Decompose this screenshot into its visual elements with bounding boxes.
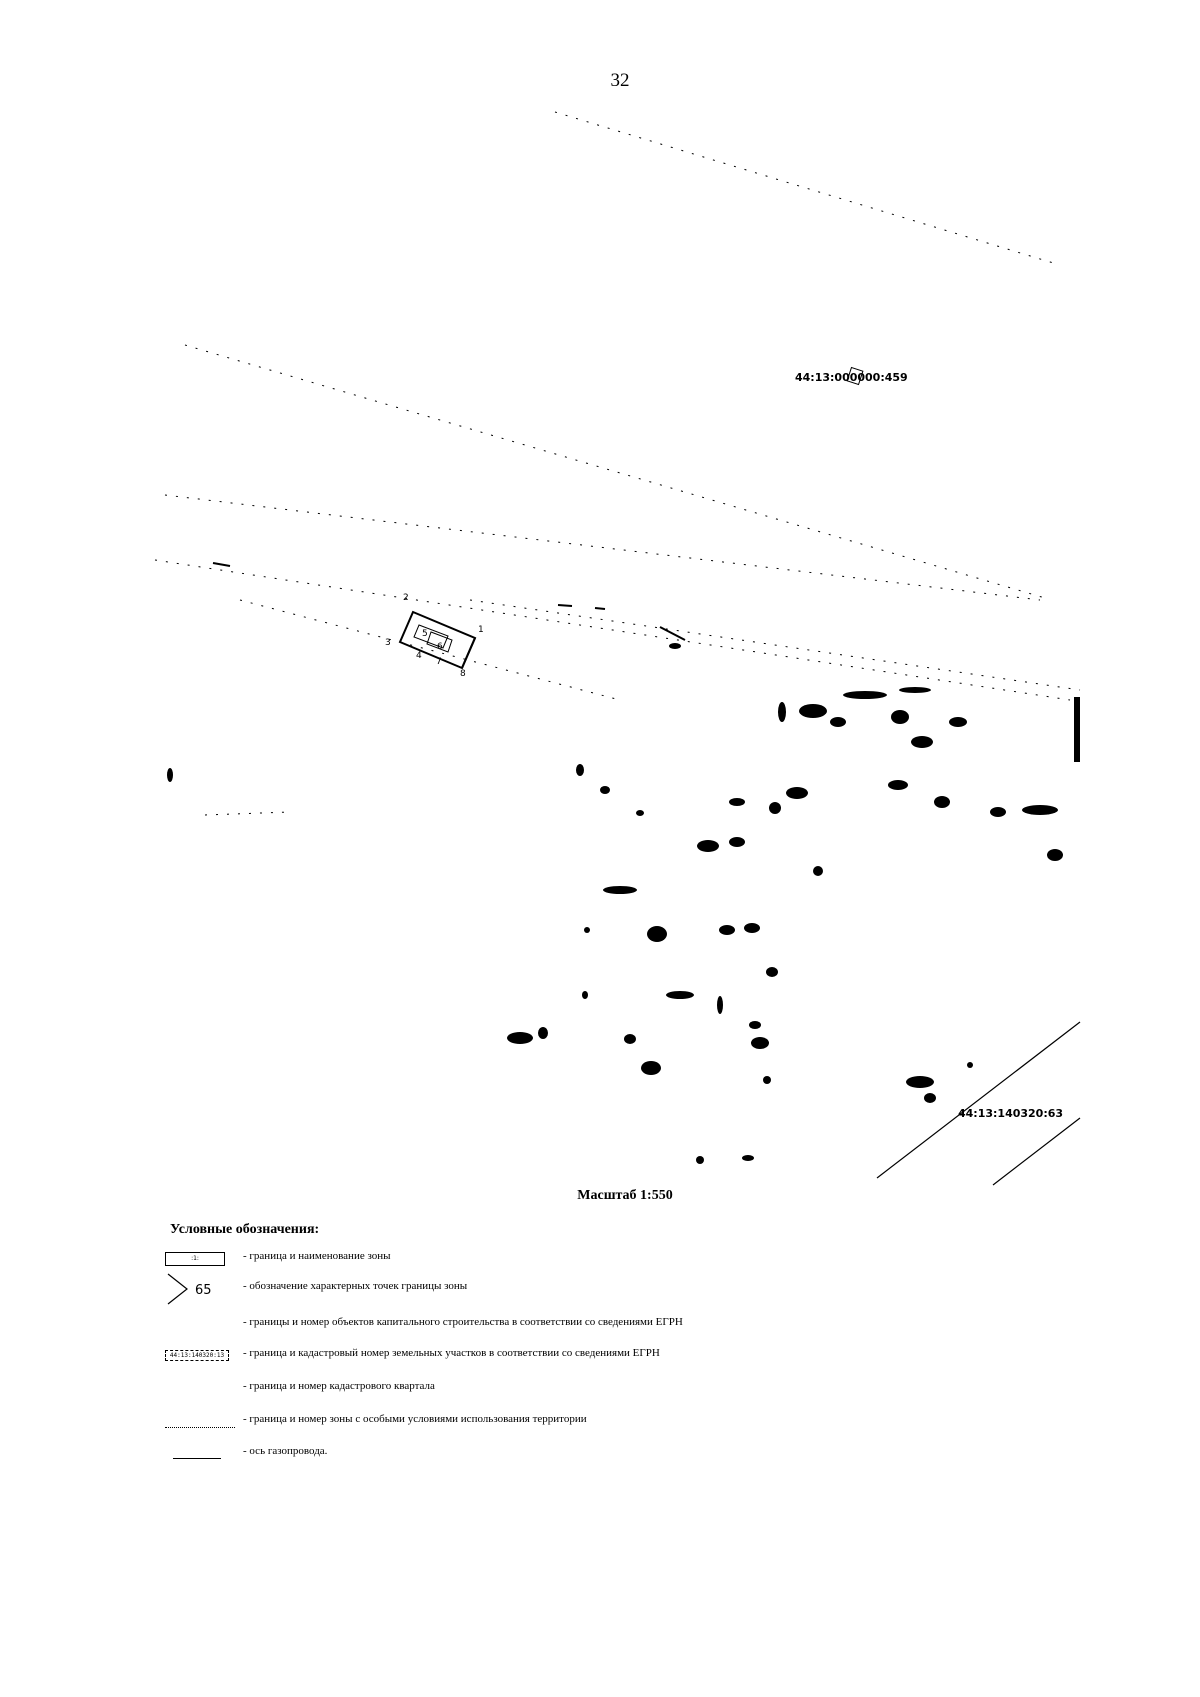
page-number: 32 bbox=[610, 70, 630, 91]
zone-boundary-lines bbox=[154, 111, 1081, 816]
legend-item-points: 65 - обозначение характерных точек грани… bbox=[0, 1272, 1200, 1305]
legend-text: - ось газопровода. bbox=[243, 1445, 328, 1457]
point-4: 4 bbox=[416, 651, 422, 661]
legend-item-special-zone: - граница и номер зоны с особыми условия… bbox=[0, 1405, 1200, 1435]
zone-symbol: :1: bbox=[165, 1252, 225, 1266]
legend-text: - граница и номер кадастрового квартала bbox=[243, 1380, 435, 1392]
point-3: 3 bbox=[385, 638, 391, 648]
point-6: 6 bbox=[437, 642, 443, 652]
point-2: 2 bbox=[403, 593, 409, 603]
map-edge-fragment bbox=[1074, 697, 1080, 762]
cadastral-number-top: 44:13:000000:459 bbox=[795, 371, 908, 384]
line-fragments bbox=[212, 562, 686, 641]
point-1: 1 bbox=[478, 625, 484, 635]
dotted-line-symbol bbox=[165, 1427, 235, 1428]
point-8: 8 bbox=[460, 669, 466, 679]
boundary-point-labels: 1 2 3 4 5 6 7 8 bbox=[385, 593, 484, 679]
legend-text: - граница и номер зоны с особыми условия… bbox=[243, 1413, 587, 1425]
legend-item-quarter: - граница и номер кадастрового квартала bbox=[0, 1373, 1200, 1403]
cadastral-map: 44:13:000000:459 1 2 3 4 5 6 7 8 bbox=[154, 111, 1081, 1186]
cadastral-number-bottom: 44:13:140320:63 bbox=[958, 1107, 1063, 1120]
legend-text: - обозначение характерных точек границы … bbox=[243, 1280, 468, 1292]
legend-title: Условные обозначения: bbox=[170, 1222, 320, 1237]
solid-line-symbol bbox=[173, 1458, 221, 1459]
point-marker-icon: 65 bbox=[167, 1273, 212, 1305]
cadastral-quarter-boundary bbox=[876, 1021, 1081, 1186]
point-7: 7 bbox=[436, 657, 442, 667]
legend-item-gas-pipeline: - ось газопровода. bbox=[0, 1438, 1200, 1468]
terrain-patches bbox=[167, 643, 1063, 1164]
legend-item-buildings: - границы и номер объектов капитального … bbox=[0, 1308, 1200, 1338]
legend-item-zone: :1: - граница и наименование зоны bbox=[0, 1242, 1200, 1272]
legend-item-parcels: 44:13:140320:13 - граница и кадастровый … bbox=[0, 1340, 1200, 1370]
zone-outline bbox=[398, 610, 477, 670]
legend-text: - границы и номер объектов капитального … bbox=[243, 1316, 683, 1328]
map-scale: Масштаб 1:550 bbox=[577, 1188, 673, 1203]
parcel-marker bbox=[846, 366, 864, 386]
parcel-symbol: 44:13:140320:13 bbox=[165, 1350, 229, 1361]
legend-text: - граница и кадастровый номер земельных … bbox=[243, 1347, 660, 1359]
legend-text: - граница и наименование зоны bbox=[243, 1250, 391, 1262]
point-5: 5 bbox=[422, 629, 428, 639]
point-marker-label: 65 bbox=[195, 1283, 212, 1298]
